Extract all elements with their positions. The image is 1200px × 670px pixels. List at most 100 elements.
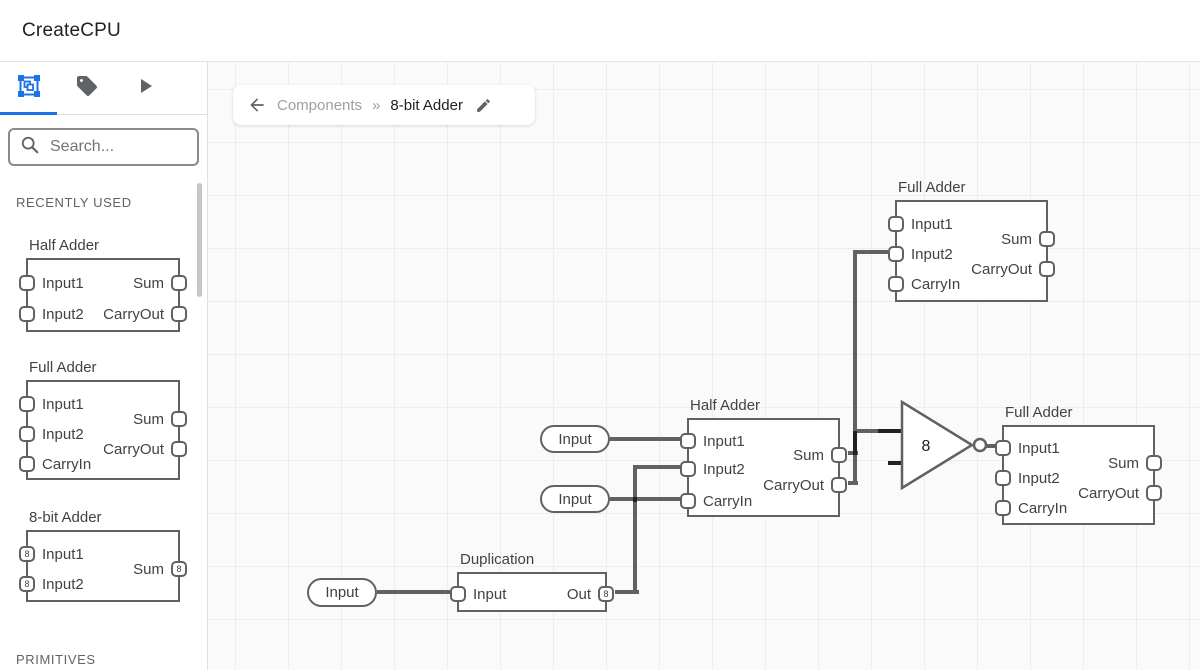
- breadcrumb: Components » 8-bit Adder: [233, 85, 535, 125]
- node-full-adder-right[interactable]: Full Adder Input1 Input2 CarryIn Sum Car…: [995, 404, 1162, 525]
- port-pin-8bit[interactable]: 8: [598, 586, 614, 602]
- port-label: Input1: [42, 274, 84, 292]
- port-carryout[interactable]: CarryOut: [103, 306, 187, 323]
- port-pin-8bit[interactable]: 8: [19, 576, 35, 592]
- port-pin[interactable]: [1146, 455, 1162, 471]
- port-sum[interactable]: Sum: [1001, 231, 1055, 248]
- node-full-adder-top[interactable]: Full Adder Input1 Input2 CarryIn Sum Car…: [888, 179, 1055, 302]
- search-box[interactable]: [8, 128, 199, 166]
- port-input1[interactable]: 8 Input1: [19, 545, 84, 563]
- port-pin[interactable]: [171, 441, 187, 457]
- port-input1[interactable]: Input1: [995, 440, 1060, 457]
- port-pin[interactable]: [888, 216, 904, 232]
- wire[interactable]: [377, 590, 457, 594]
- port-pin[interactable]: [19, 426, 35, 442]
- wire[interactable]: [984, 444, 1002, 448]
- edit-name-button[interactable]: [475, 97, 492, 114]
- input-pin-node[interactable]: Input: [540, 425, 610, 453]
- port-input1[interactable]: Input1: [19, 274, 84, 292]
- port-input1[interactable]: Input1: [19, 396, 84, 413]
- port-label: Input1: [42, 545, 84, 563]
- port-pin[interactable]: [995, 470, 1011, 486]
- tag-icon: [75, 74, 99, 103]
- port-pin[interactable]: [680, 433, 696, 449]
- editor-canvas[interactable]: Components » 8-bit Adder Input Input Inp…: [208, 62, 1200, 670]
- back-button[interactable]: [247, 95, 267, 115]
- port-pin[interactable]: [19, 306, 35, 322]
- port-pin-8bit[interactable]: 8: [171, 561, 187, 577]
- port-input2[interactable]: Input2: [888, 246, 953, 263]
- wire[interactable]: [633, 465, 637, 594]
- port-carryin[interactable]: CarryIn: [680, 493, 752, 510]
- port-input1[interactable]: Input1: [888, 216, 953, 233]
- port-pin[interactable]: [888, 276, 904, 292]
- port-input2[interactable]: Input2: [19, 306, 84, 323]
- port-pin-8bit[interactable]: 8: [19, 546, 35, 562]
- wire[interactable]: [853, 429, 902, 433]
- wire[interactable]: [615, 590, 639, 594]
- port-pin[interactable]: [1146, 485, 1162, 501]
- sidebar-component-half-adder[interactable]: Half Adder Input1 Input2 Sum CarryOut: [19, 237, 187, 332]
- port-carryin[interactable]: CarryIn: [19, 456, 91, 473]
- wire[interactable]: [853, 250, 857, 485]
- port-carryout[interactable]: CarryOut: [763, 477, 847, 494]
- bus-buffer-node[interactable]: 8: [896, 396, 1000, 496]
- port-input1[interactable]: Input1: [680, 433, 745, 450]
- sidebar: RECENTLY USED Half Adder Input1 Input2 S…: [0, 62, 208, 670]
- wire[interactable]: [610, 497, 687, 501]
- port-sum[interactable]: Sum: [133, 275, 187, 292]
- port-carryin[interactable]: CarryIn: [995, 500, 1067, 517]
- port-pin[interactable]: [171, 275, 187, 291]
- tab-components[interactable]: [0, 62, 58, 115]
- port-carryout[interactable]: CarryOut: [1078, 485, 1162, 502]
- tab-tags[interactable]: [58, 62, 116, 115]
- port-sum[interactable]: Sum: [1108, 455, 1162, 472]
- port-pin[interactable]: [1039, 231, 1055, 247]
- port-input2[interactable]: Input2: [995, 469, 1060, 487]
- port-pin[interactable]: [450, 586, 466, 602]
- port-pin[interactable]: [680, 493, 696, 509]
- port-pin[interactable]: [1039, 261, 1055, 277]
- port-pin[interactable]: [680, 461, 696, 477]
- node-half-adder[interactable]: Half Adder Input1 Input2 CarryIn Sum Car…: [680, 397, 847, 517]
- search-input[interactable]: [50, 138, 180, 156]
- breadcrumb-parent[interactable]: Components: [277, 96, 363, 114]
- component-title: Full Adder: [29, 359, 97, 376]
- port-pin[interactable]: [171, 306, 187, 322]
- wire[interactable]: [610, 437, 687, 441]
- breadcrumb-separator: »: [372, 96, 381, 114]
- port-pin[interactable]: [19, 275, 35, 291]
- port-input2[interactable]: Input2: [19, 426, 84, 443]
- sidebar-scrollbar[interactable]: [197, 183, 202, 297]
- port-pin[interactable]: [831, 447, 847, 463]
- port-pin[interactable]: [831, 477, 847, 493]
- port-label: Input2: [1018, 469, 1060, 487]
- port-pin[interactable]: [995, 500, 1011, 516]
- input-pin-node[interactable]: Input: [540, 485, 610, 513]
- port-sum[interactable]: Sum: [133, 411, 187, 428]
- port-label: Input2: [703, 460, 745, 478]
- tab-run[interactable]: [116, 62, 174, 115]
- port-carryin[interactable]: CarryIn: [888, 276, 960, 293]
- input-pin-node[interactable]: Input: [307, 578, 377, 607]
- port-pin[interactable]: [19, 396, 35, 412]
- port-pin[interactable]: [171, 411, 187, 427]
- node-title: Duplication: [460, 551, 535, 568]
- port-carryout[interactable]: CarryOut: [971, 261, 1055, 278]
- port-sum[interactable]: Sum: [793, 447, 847, 464]
- sidebar-component-full-adder[interactable]: Full Adder Input1 Input2 CarryIn Sum Car…: [19, 359, 187, 480]
- port-pin[interactable]: [995, 440, 1011, 456]
- port-input[interactable]: Input: [450, 586, 506, 603]
- wire[interactable]: [633, 465, 687, 469]
- buffer-input-stub[interactable]: [888, 461, 903, 465]
- port-carryout[interactable]: CarryOut: [103, 441, 187, 458]
- port-pin[interactable]: [19, 456, 35, 472]
- port-input2[interactable]: Input2: [680, 460, 745, 478]
- wire[interactable]: [853, 250, 888, 254]
- port-pin[interactable]: [888, 246, 904, 262]
